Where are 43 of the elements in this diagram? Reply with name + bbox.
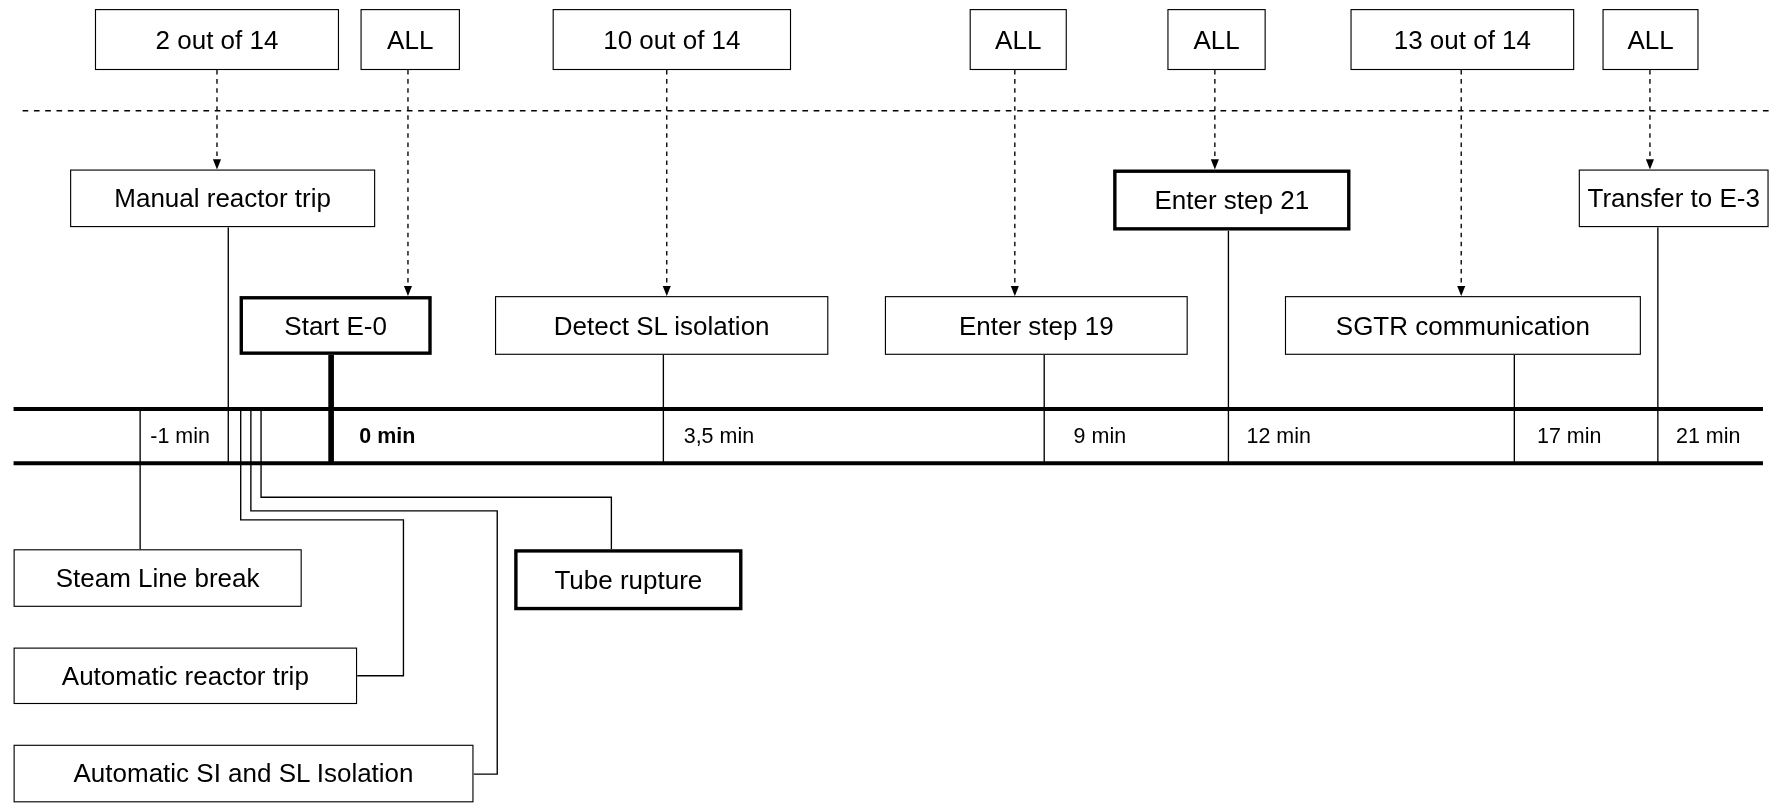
arrow xyxy=(1010,69,1019,297)
connector-line xyxy=(260,408,613,550)
time-label: -1 min xyxy=(150,423,210,449)
connector-line xyxy=(1227,229,1230,464)
event-box: Manual reactor trip xyxy=(70,169,376,228)
connector-line xyxy=(227,226,229,464)
time-label: 9 min xyxy=(1073,423,1127,449)
event-box: Steam Line break xyxy=(13,549,302,607)
time-label: 3,5 min xyxy=(683,423,755,449)
count-box: ALL xyxy=(1602,9,1699,71)
event-box: Start E-0 xyxy=(239,296,432,355)
time-label: 0 min xyxy=(359,423,416,449)
event-box: Automatic reactor trip xyxy=(13,647,358,705)
event-box: Automatic SI and SL Isolation xyxy=(13,744,474,803)
event-box: Tube rupture xyxy=(514,549,743,611)
event-box: Detect SL isolation xyxy=(495,296,829,355)
connector-line xyxy=(1657,226,1659,464)
arrow xyxy=(1457,69,1466,297)
connector-line xyxy=(328,354,334,464)
arrow xyxy=(403,69,413,297)
arrow xyxy=(1210,69,1219,171)
time-label: 12 min xyxy=(1246,423,1311,449)
time-label: 17 min xyxy=(1536,423,1602,449)
connector-line xyxy=(1513,354,1515,464)
count-box: 10 out of 14 xyxy=(552,9,792,71)
connector-line xyxy=(662,354,665,464)
count-box: 13 out of 14 xyxy=(1350,9,1575,71)
connector-line xyxy=(139,408,141,550)
count-box: ALL xyxy=(1167,9,1266,71)
time-label: 21 min xyxy=(1675,423,1741,449)
connector-line xyxy=(240,408,405,677)
event-box: SGTR communication xyxy=(1284,296,1641,355)
event-box: Transfer to E-3 xyxy=(1578,169,1769,228)
count-box: ALL xyxy=(360,9,460,71)
arrow xyxy=(212,69,222,171)
event-box: Enter step 21 xyxy=(1113,169,1351,231)
count-box: ALL xyxy=(969,9,1067,71)
connector-line xyxy=(250,408,498,775)
count-box: 2 out of 14 xyxy=(94,9,340,71)
arrow xyxy=(662,69,671,297)
arrow xyxy=(1645,69,1654,171)
connector-line xyxy=(1043,354,1045,464)
event-box: Enter step 19 xyxy=(884,296,1188,355)
